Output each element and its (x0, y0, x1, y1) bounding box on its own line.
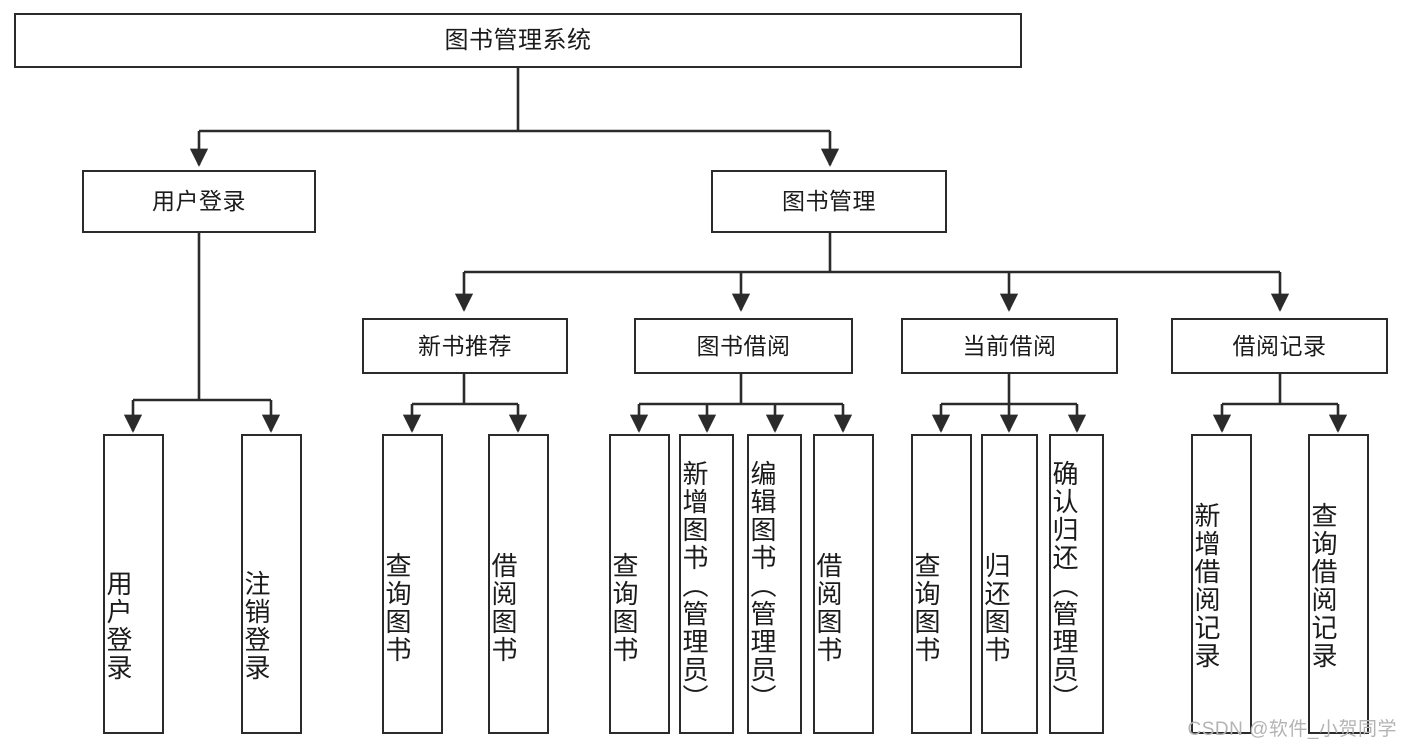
node-leaf-user-logout-label: 注销登录 (241, 570, 271, 682)
node-leaf-query-record-label: 查询借阅记录 (1308, 502, 1338, 670)
node-user-login[interactable]: 用户登录 (82, 170, 316, 233)
node-leaf-query-book-2[interactable]: 查询图书 (609, 434, 670, 734)
node-borrow-record-label: 借阅记录 (1232, 332, 1327, 359)
node-leaf-add-record-label: 新增借阅记录 (1191, 502, 1221, 670)
node-root-label: 图书管理系统 (444, 26, 592, 54)
node-leaf-return-book-label: 归还图书 (981, 552, 1011, 664)
node-current-borrow[interactable]: 当前借阅 (901, 318, 1118, 374)
node-book-borrow[interactable]: 图书借阅 (634, 318, 853, 374)
node-leaf-user-logout[interactable]: 注销登录 (241, 434, 302, 734)
node-leaf-edit-book[interactable]: 编辑图书（管理员） (747, 434, 802, 734)
node-leaf-return-book[interactable]: 归还图书 (981, 434, 1038, 734)
node-leaf-user-login[interactable]: 用户登录 (103, 434, 164, 734)
node-leaf-add-book-label: 新增图书（管理员） (679, 460, 709, 712)
node-leaf-query-book-3-label: 查询图书 (911, 552, 941, 664)
node-leaf-borrow-book-2[interactable]: 借阅图书 (813, 434, 874, 734)
node-borrow-record[interactable]: 借阅记录 (1171, 318, 1388, 374)
node-new-book-rec-label: 新书推荐 (418, 332, 512, 359)
node-leaf-query-record[interactable]: 查询借阅记录 (1308, 434, 1369, 734)
node-root[interactable]: 图书管理系统 (14, 13, 1022, 68)
node-leaf-user-login-label: 用户登录 (103, 570, 133, 682)
node-leaf-confirm-return[interactable]: 确认归还（管理员） (1049, 434, 1104, 734)
node-leaf-query-book-1[interactable]: 查询图书 (382, 434, 443, 734)
node-leaf-query-book-1-label: 查询图书 (382, 552, 412, 664)
node-leaf-edit-book-label: 编辑图书（管理员） (747, 460, 777, 712)
node-leaf-confirm-return-label: 确认归还（管理员） (1049, 460, 1079, 712)
node-user-login-label: 用户登录 (152, 188, 246, 215)
node-new-book-rec[interactable]: 新书推荐 (362, 318, 568, 374)
node-leaf-add-record[interactable]: 新增借阅记录 (1191, 434, 1252, 734)
node-leaf-borrow-book-2-label: 借阅图书 (813, 552, 843, 664)
node-leaf-query-book-3[interactable]: 查询图书 (911, 434, 972, 734)
node-book-manage-label: 图书管理 (782, 188, 876, 215)
node-leaf-add-book[interactable]: 新增图书（管理员） (679, 434, 734, 734)
node-book-borrow-label: 图书借阅 (696, 332, 791, 359)
node-leaf-query-book-2-label: 查询图书 (609, 552, 639, 664)
node-leaf-borrow-book-1[interactable]: 借阅图书 (488, 434, 549, 734)
node-current-borrow-label: 当前借阅 (962, 332, 1057, 359)
node-book-manage[interactable]: 图书管理 (711, 170, 947, 233)
watermark-text: CSDN @软件_小贺同学 (1187, 719, 1397, 740)
node-leaf-borrow-book-1-label: 借阅图书 (488, 552, 518, 664)
